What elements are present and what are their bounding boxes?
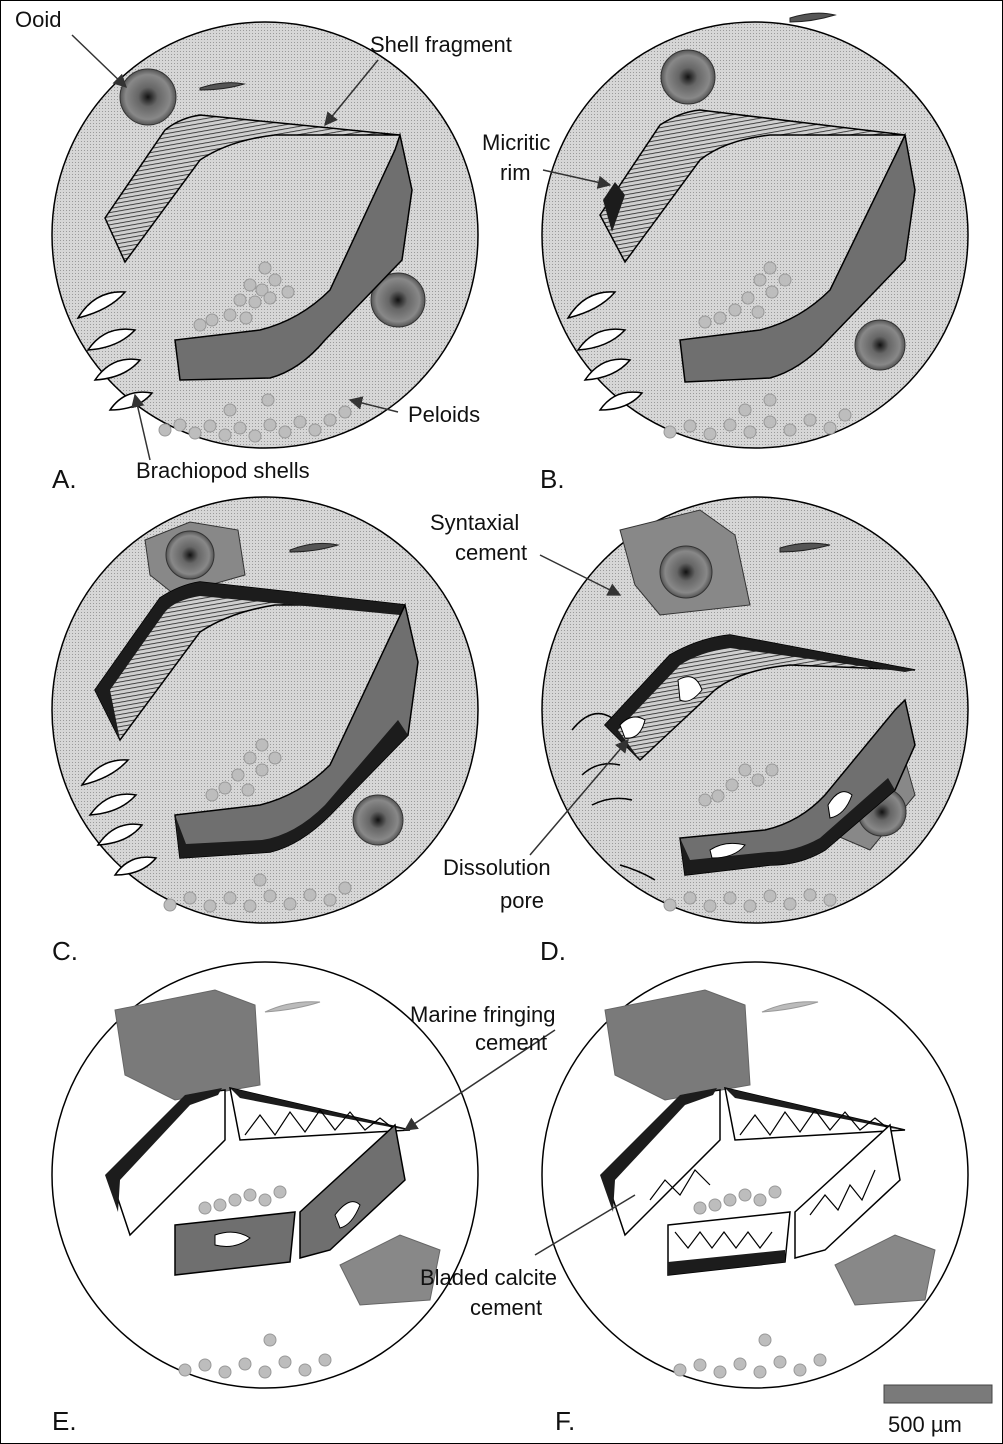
panel-a-letter: A. [52, 464, 77, 494]
label-syntaxial: Syntaxial [430, 510, 519, 535]
panel-c-letter: C. [52, 936, 78, 966]
scale-bar-label: 500 µm [888, 1412, 962, 1437]
panel-b: B. [540, 13, 968, 494]
label-brachiopod-shells: Brachiopod shells [136, 458, 310, 483]
scale-bar: 500 µm [884, 1385, 992, 1437]
panel-b-letter: B. [540, 464, 565, 494]
panel-e: E. [52, 962, 478, 1436]
ooid-grain [661, 50, 715, 104]
label-bladed-cement: cement [470, 1295, 542, 1320]
label-shell-fragment: Shell fragment [370, 32, 512, 57]
label-ooid: Ooid [15, 7, 61, 32]
label-marine-cement: cement [475, 1030, 547, 1055]
panel-d: D. [540, 497, 968, 966]
label-peloids: Peloids [408, 402, 480, 427]
ooid-grain [855, 320, 905, 370]
ooid-grain [660, 546, 712, 598]
ooid-arrow [72, 35, 126, 87]
panel-c: C. [52, 497, 478, 966]
label-syntaxial-cement: cement [455, 540, 527, 565]
panel-f-letter: F. [555, 1406, 575, 1436]
label-micritic: Micritic [482, 130, 550, 155]
panel-f: F. [542, 962, 968, 1436]
label-marine-fringing: Marine fringing [410, 1002, 556, 1027]
scale-bar-rect [884, 1385, 992, 1403]
label-bladed-calcite: Bladed calcite [420, 1265, 557, 1290]
ooid-grain [353, 795, 403, 845]
ooid-grain [166, 531, 214, 579]
panel-e-letter: E. [52, 1406, 77, 1436]
panel-d-letter: D. [540, 936, 566, 966]
ooid-grain [120, 69, 176, 125]
label-dissolution: Dissolution [443, 855, 551, 880]
label-pore: pore [500, 888, 544, 913]
small-shell [790, 13, 835, 22]
label-rim: rim [500, 160, 531, 185]
